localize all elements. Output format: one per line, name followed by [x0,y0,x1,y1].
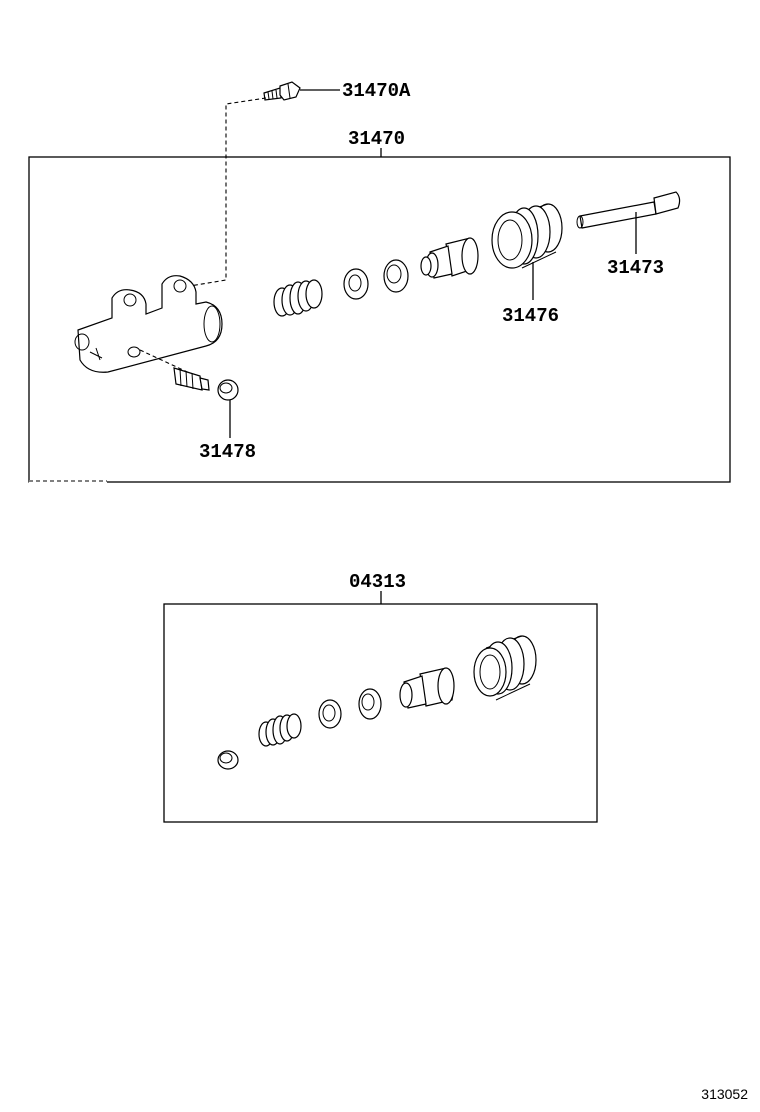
cylinder-body [74,275,223,373]
label-31478: 31478 [199,441,256,463]
label-04313: 04313 [349,571,406,593]
seal-ring [383,259,409,293]
label-31470: 31470 [348,128,405,150]
label-31476: 31476 [502,305,559,327]
kit-seal-ring [358,688,382,720]
assembly-frame [28,156,731,483]
kit-boot [473,635,537,701]
push-rod [576,191,681,229]
label-31473: 31473 [607,257,664,279]
boot [491,203,563,269]
kit-piston [399,667,455,709]
figure-code: 313052 [701,1086,748,1102]
kit-cup-seal [318,699,342,729]
cup-seal [343,268,369,300]
bleeder-cap [217,379,239,401]
kit-frame [163,603,598,823]
label-31470A: 31470A [342,80,411,102]
kit-spring [258,713,302,747]
piston [420,237,479,279]
kit-bleeder-cap [217,750,239,770]
bleeder-plug [173,367,210,391]
spring [273,279,323,317]
screw-location-line [189,97,267,287]
bleeder-screw [263,81,301,101]
